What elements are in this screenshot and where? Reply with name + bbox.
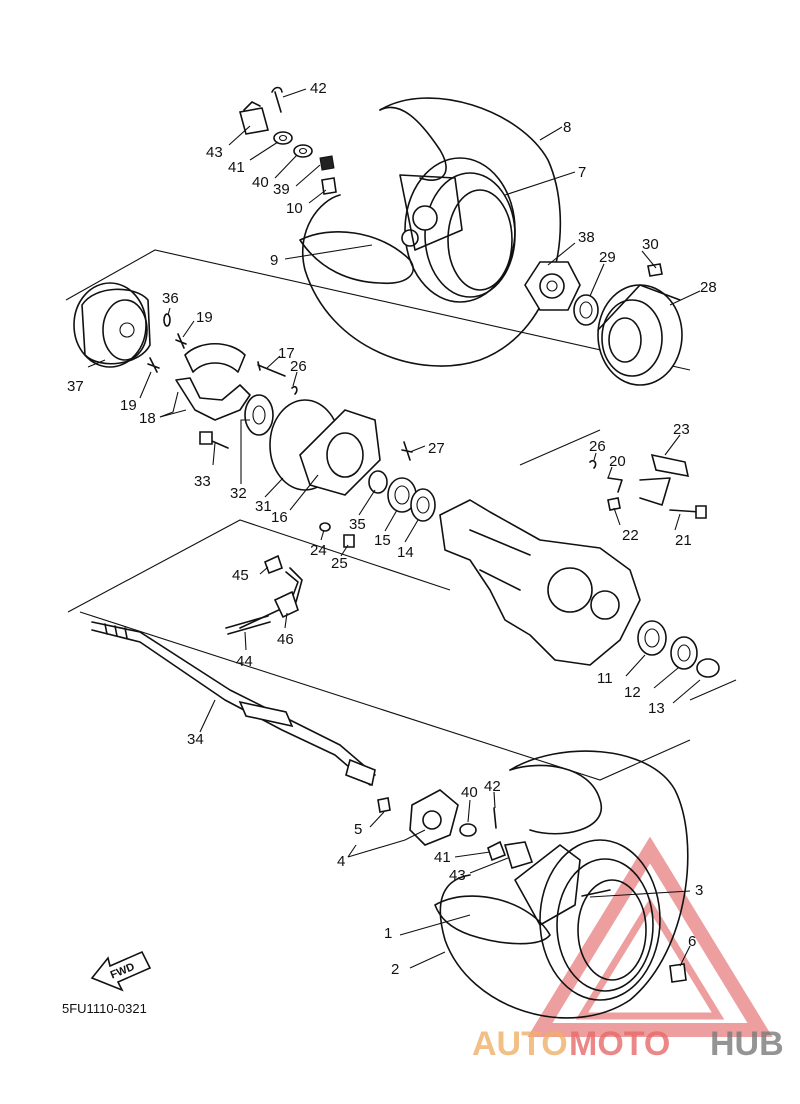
watermark-hub: HUB [710,1025,784,1063]
callout-7: 7 [578,164,586,181]
callout-numbers: 42 43 41 40 39 10 9 8 7 38 29 30 28 36 1… [67,80,717,978]
callout-16: 16 [271,509,288,526]
watermark-moto: MOTO [569,1025,670,1063]
watermark-triangle-logo [527,836,773,1037]
callout-37: 37 [67,378,84,395]
callout-12: 12 [624,684,641,701]
callout-42: 42 [310,80,327,97]
callout-28: 28 [700,279,717,296]
leader-lines [87,88,701,969]
right-side-bearings [637,620,720,678]
callout-26-left: 26 [290,358,307,375]
callout-3: 3 [695,882,703,899]
callout-15: 15 [374,532,391,549]
upper-hub-drum-group [524,261,683,386]
callout-5: 5 [354,821,362,838]
fwd-arrow-icon: FWD [90,950,152,992]
callout-14: 14 [397,544,414,561]
axle-housing-final-drive [439,499,641,666]
brake-assembly-left [73,282,251,421]
callout-22: 22 [622,527,639,544]
callout-20: 20 [609,453,626,470]
upper-wheel-tire [299,97,562,367]
callout-11: 11 [597,670,613,687]
axle-shaft [91,621,376,787]
callout-18: 18 [139,410,156,427]
callout-41-lower: 41 [434,849,451,866]
callout-32: 32 [230,485,247,502]
callout-10: 10 [286,200,303,217]
callout-34: 34 [187,731,204,748]
callout-8: 8 [563,119,571,136]
callout-26-right: 26 [589,438,606,455]
callout-19-bottom: 19 [120,397,137,414]
diagram-code: 5FU1110-0321 [62,1001,147,1016]
sensor-bracket-group [589,453,707,519]
callout-17: 17 [278,345,295,362]
assembly-frames [65,249,737,781]
callout-33: 33 [194,473,211,490]
callout-13: 13 [648,700,665,717]
callout-31: 31 [255,498,272,515]
callout-41: 41 [228,159,245,176]
callout-46: 46 [277,631,294,648]
lower-wheel-tire [377,750,689,1019]
callout-2: 2 [391,961,399,978]
watermark-text: AUTO MOTO HUB [472,1025,784,1063]
callout-23: 23 [673,421,690,438]
callout-27: 27 [428,440,445,457]
lever-group [225,554,303,635]
callout-43-lower: 43 [449,867,466,884]
callout-4: 4 [337,853,345,870]
callout-35: 35 [349,516,366,533]
callout-40-lower: 40 [461,784,478,801]
callout-43: 43 [206,144,223,161]
callout-45: 45 [232,567,249,584]
callout-6: 6 [688,933,696,950]
callout-29: 29 [599,249,616,266]
callout-44: 44 [236,653,253,670]
callout-21: 21 [675,532,692,549]
callout-40: 40 [252,174,269,191]
callout-42-lower: 42 [484,778,501,795]
brake-backing-plate-group [199,361,436,548]
watermark-auto: AUTO [472,1025,568,1063]
callout-9: 9 [270,252,278,269]
upper-hardware [238,86,337,195]
callout-36: 36 [162,290,179,307]
callout-30: 30 [642,236,659,253]
callout-39: 39 [273,181,290,198]
callout-38: 38 [578,229,595,246]
callout-1: 1 [384,925,392,942]
callout-25: 25 [331,555,348,572]
callout-19-top: 19 [196,309,213,326]
callout-24: 24 [310,542,327,559]
